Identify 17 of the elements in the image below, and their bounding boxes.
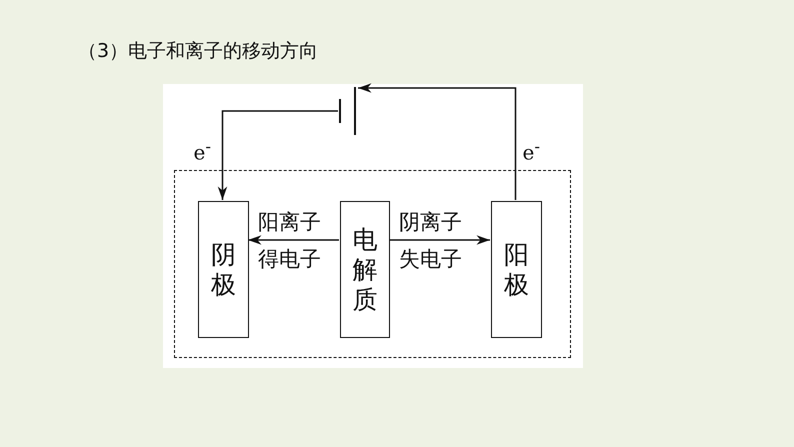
battery-symbol: [338, 86, 358, 136]
cathode-box: [198, 201, 249, 338]
electrolyte-box: [340, 201, 390, 338]
edge-label: 阳离子得电子: [257, 209, 322, 273]
electrode-label: 阳极: [504, 240, 530, 300]
edge-label: 阴离子失电子: [398, 209, 464, 273]
wire-arrow: [358, 83, 516, 200]
electrolytic-cell-outline: [174, 170, 571, 358]
electrode-label: 电解质: [352, 224, 378, 314]
arrow: [248, 235, 339, 245]
electron-label: e$^{-}$: [194, 137, 211, 165]
electron-label: e$^{-}$: [522, 137, 540, 165]
wire-arrow: [218, 110, 338, 200]
electrode-label: 阴极: [210, 240, 236, 300]
title: （3）电子和离子的移动方向: [78, 39, 318, 64]
arrow: [389, 235, 490, 245]
anode-box: [491, 201, 542, 338]
